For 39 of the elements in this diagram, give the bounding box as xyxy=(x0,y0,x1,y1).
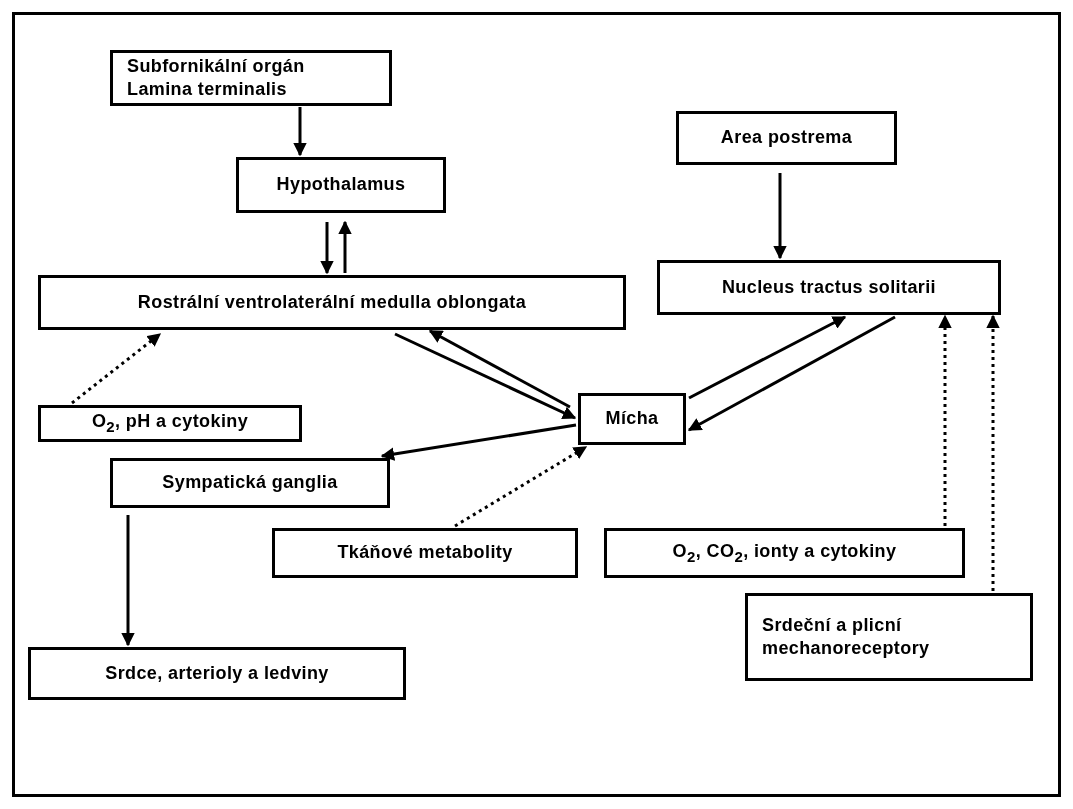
box-label: Sympatická ganglia xyxy=(162,471,338,495)
arrow xyxy=(773,173,787,260)
process-box xyxy=(236,157,446,213)
box-label: Srdce, arterioly a ledviny xyxy=(105,661,329,685)
process-box xyxy=(28,647,406,700)
process-box xyxy=(745,593,1033,681)
box-label: Subfornikální orgán xyxy=(127,54,306,78)
arrow xyxy=(687,315,896,432)
box-label: Srdeční a plicní mechanoreceptory xyxy=(762,613,931,660)
dotted-arrow xyxy=(986,314,1000,591)
box-label: Mícha xyxy=(605,407,659,431)
process-box xyxy=(604,528,965,578)
process-box xyxy=(38,275,626,330)
arrow xyxy=(428,329,571,409)
dotted-arrow xyxy=(938,314,952,526)
dotted-arrow xyxy=(71,332,162,405)
process-box xyxy=(272,528,578,578)
arrow xyxy=(121,515,135,647)
arrow xyxy=(338,220,352,273)
arrow xyxy=(320,222,334,275)
box-label: Nucleus tractus solitarii xyxy=(721,275,937,299)
process-box xyxy=(657,260,1001,315)
process-box xyxy=(578,393,686,445)
box-label: O$_{2}$, pH a cytokiny xyxy=(91,410,249,437)
arrow xyxy=(293,107,307,157)
box-label: Rostrální ventrolaterální medulla oblongata xyxy=(137,290,527,314)
arrow xyxy=(380,423,577,461)
process-box xyxy=(38,405,302,442)
box-label: Tkáňové metabolity xyxy=(337,541,513,565)
process-box xyxy=(110,458,390,508)
process-box xyxy=(110,50,392,106)
arrow xyxy=(688,315,847,400)
process-box xyxy=(676,111,897,165)
box-label: Hypothalamus xyxy=(276,173,406,197)
box-label: O$_{2}$, CO$_{2}$, ionty a cytokiny xyxy=(672,539,897,567)
dotted-arrow xyxy=(454,445,588,528)
box-label: Area postrema xyxy=(720,126,853,150)
arrow xyxy=(394,332,577,420)
box-label: Lamina terminalis xyxy=(127,78,288,101)
